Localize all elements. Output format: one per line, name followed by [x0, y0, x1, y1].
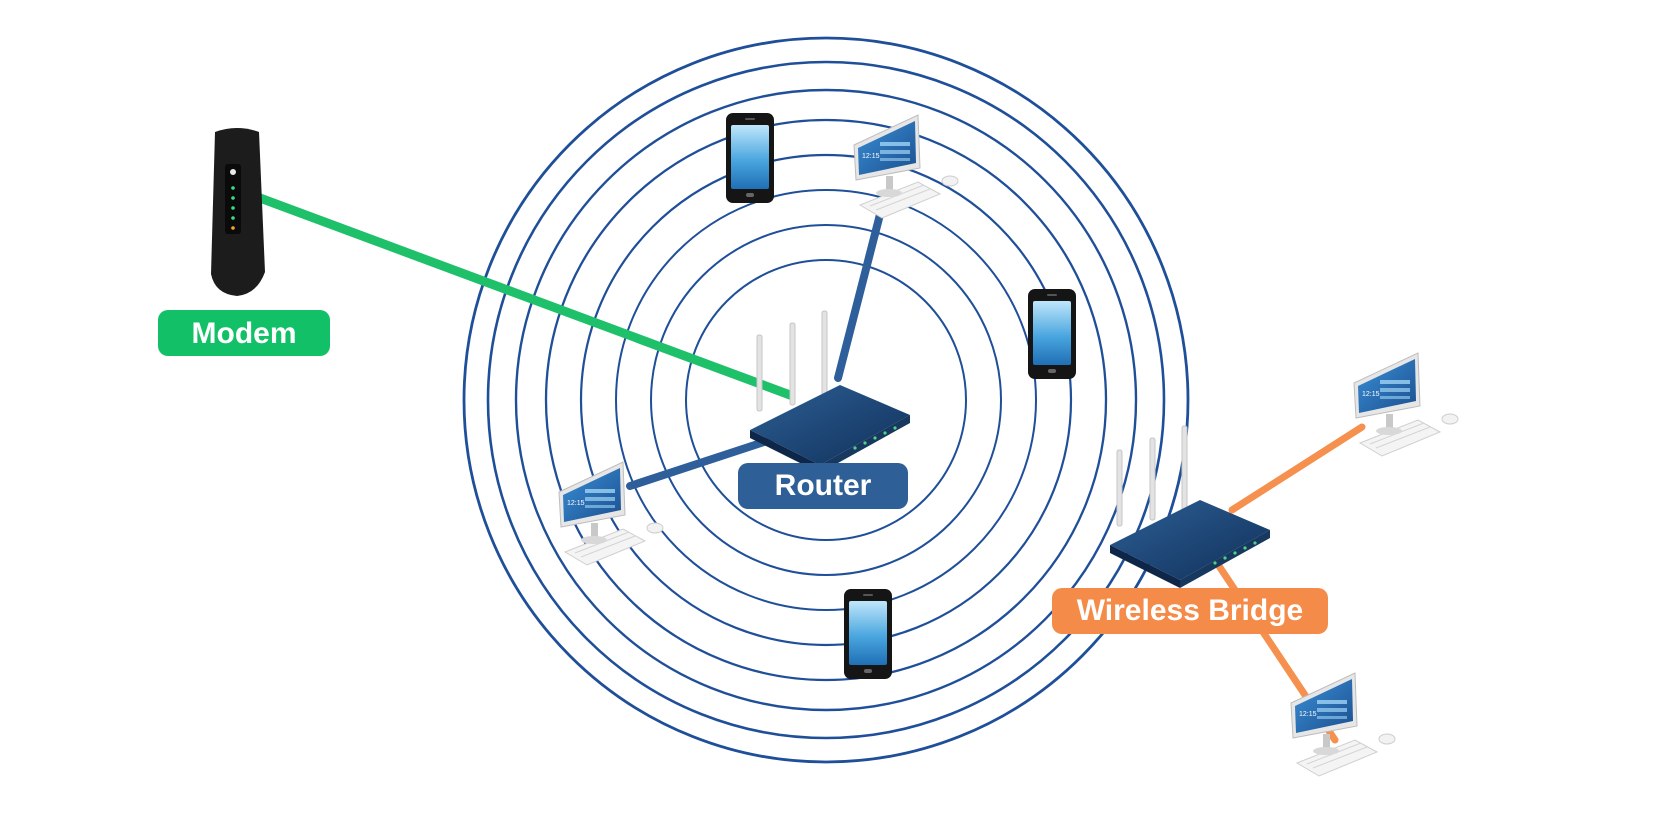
wifi-signal-rings [462, 36, 1190, 764]
modem-label-text: Modem [192, 317, 297, 350]
bridge-right-computer-link [1228, 423, 1366, 514]
router-left-computer-link [626, 436, 774, 490]
smartphone-icon [726, 113, 774, 203]
smartphone-icon [1028, 289, 1076, 379]
modem-router-link [255, 193, 795, 400]
modem-label: Modem [158, 310, 330, 356]
wireless-bridge-label-text: Wireless Bridge [1077, 594, 1303, 627]
wireless-bridge-icon [1109, 425, 1271, 589]
desktop-computer-icon [853, 114, 959, 219]
smartphone-icon [844, 589, 892, 679]
router-top-computer-link [834, 191, 889, 382]
desktop-computer-icon [1290, 672, 1396, 777]
router-label-text: Router [775, 469, 872, 502]
router-label: Router [738, 463, 908, 509]
desktop-computer-icon [1353, 352, 1459, 457]
modem-icon [211, 128, 265, 296]
wireless-bridge-label: Wireless Bridge [1052, 588, 1328, 634]
